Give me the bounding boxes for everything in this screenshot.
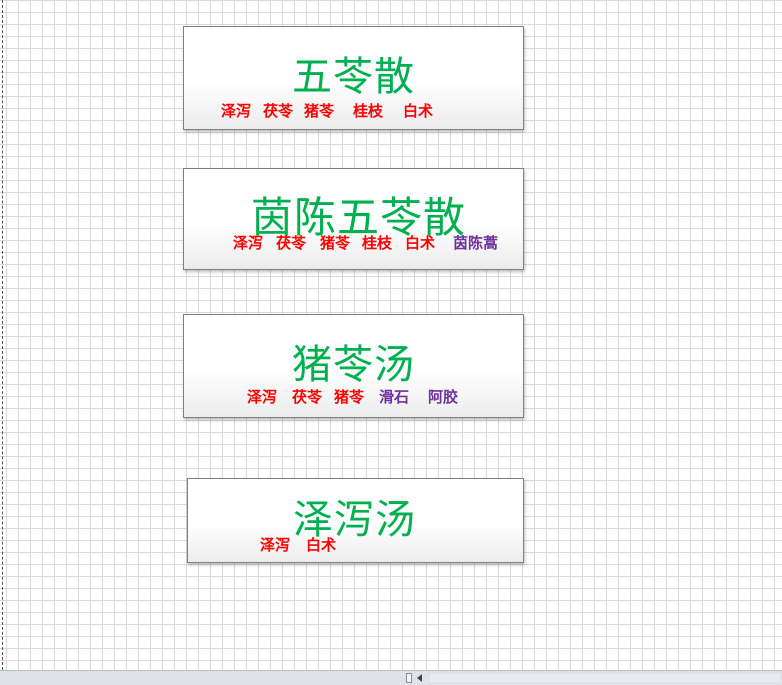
formula-card-yinchen-wuling-san[interactable]: 茵陈五苓散 泽泻 茯苓 猪苓 桂枝 白术 茵陈蒿	[183, 168, 524, 270]
formula-card-zhuling-tang[interactable]: 猪苓汤 泽泻 茯苓 猪苓 滑石 阿胶	[183, 314, 524, 418]
herb-label: 泽泻	[221, 102, 252, 120]
scroll-left-arrow-icon[interactable]	[417, 674, 422, 682]
formula-card-zexie-tang[interactable]: 泽泻汤 泽泻 白术	[187, 478, 524, 563]
herb-label: 白术	[405, 234, 436, 252]
herb-label: 泽泻	[247, 388, 278, 406]
formula-title: 茵陈五苓散	[251, 193, 467, 242]
formula-title: 猪苓汤	[292, 342, 415, 388]
page-boundary-line	[2, 0, 3, 670]
herb-label: 猪苓	[320, 234, 351, 252]
horizontal-scrollbar[interactable]	[0, 670, 782, 685]
herb-label: 茵陈蒿	[453, 234, 499, 252]
formula-title: 泽泻汤	[293, 497, 416, 543]
herb-label: 猪苓	[334, 388, 365, 406]
herb-label: 桂枝	[353, 102, 384, 120]
diagram-canvas: 五苓散 泽泻 茯苓 猪苓 桂枝 白术 茵陈五苓散 泽泻 茯苓 猪苓 桂枝 白术 …	[0, 0, 782, 670]
scrollbar-grip[interactable]	[406, 673, 412, 683]
herb-label: 猪苓	[304, 102, 335, 120]
herb-label: 泽泻	[233, 234, 264, 252]
herb-label: 茯苓	[276, 234, 307, 252]
herb-label: 泽泻	[260, 536, 291, 554]
formula-title: 五苓散	[292, 54, 415, 100]
herb-label: 阿胶	[428, 388, 459, 406]
herb-label: 白术	[403, 102, 434, 120]
scrollbar-track[interactable]	[430, 674, 780, 682]
herb-label: 滑石	[379, 388, 410, 406]
herb-label: 茯苓	[292, 388, 323, 406]
herb-label: 桂枝	[362, 234, 393, 252]
herb-label: 白术	[306, 536, 337, 554]
formula-card-wuling-san[interactable]: 五苓散 泽泻 茯苓 猪苓 桂枝 白术	[183, 26, 524, 130]
herb-label: 茯苓	[263, 102, 294, 120]
